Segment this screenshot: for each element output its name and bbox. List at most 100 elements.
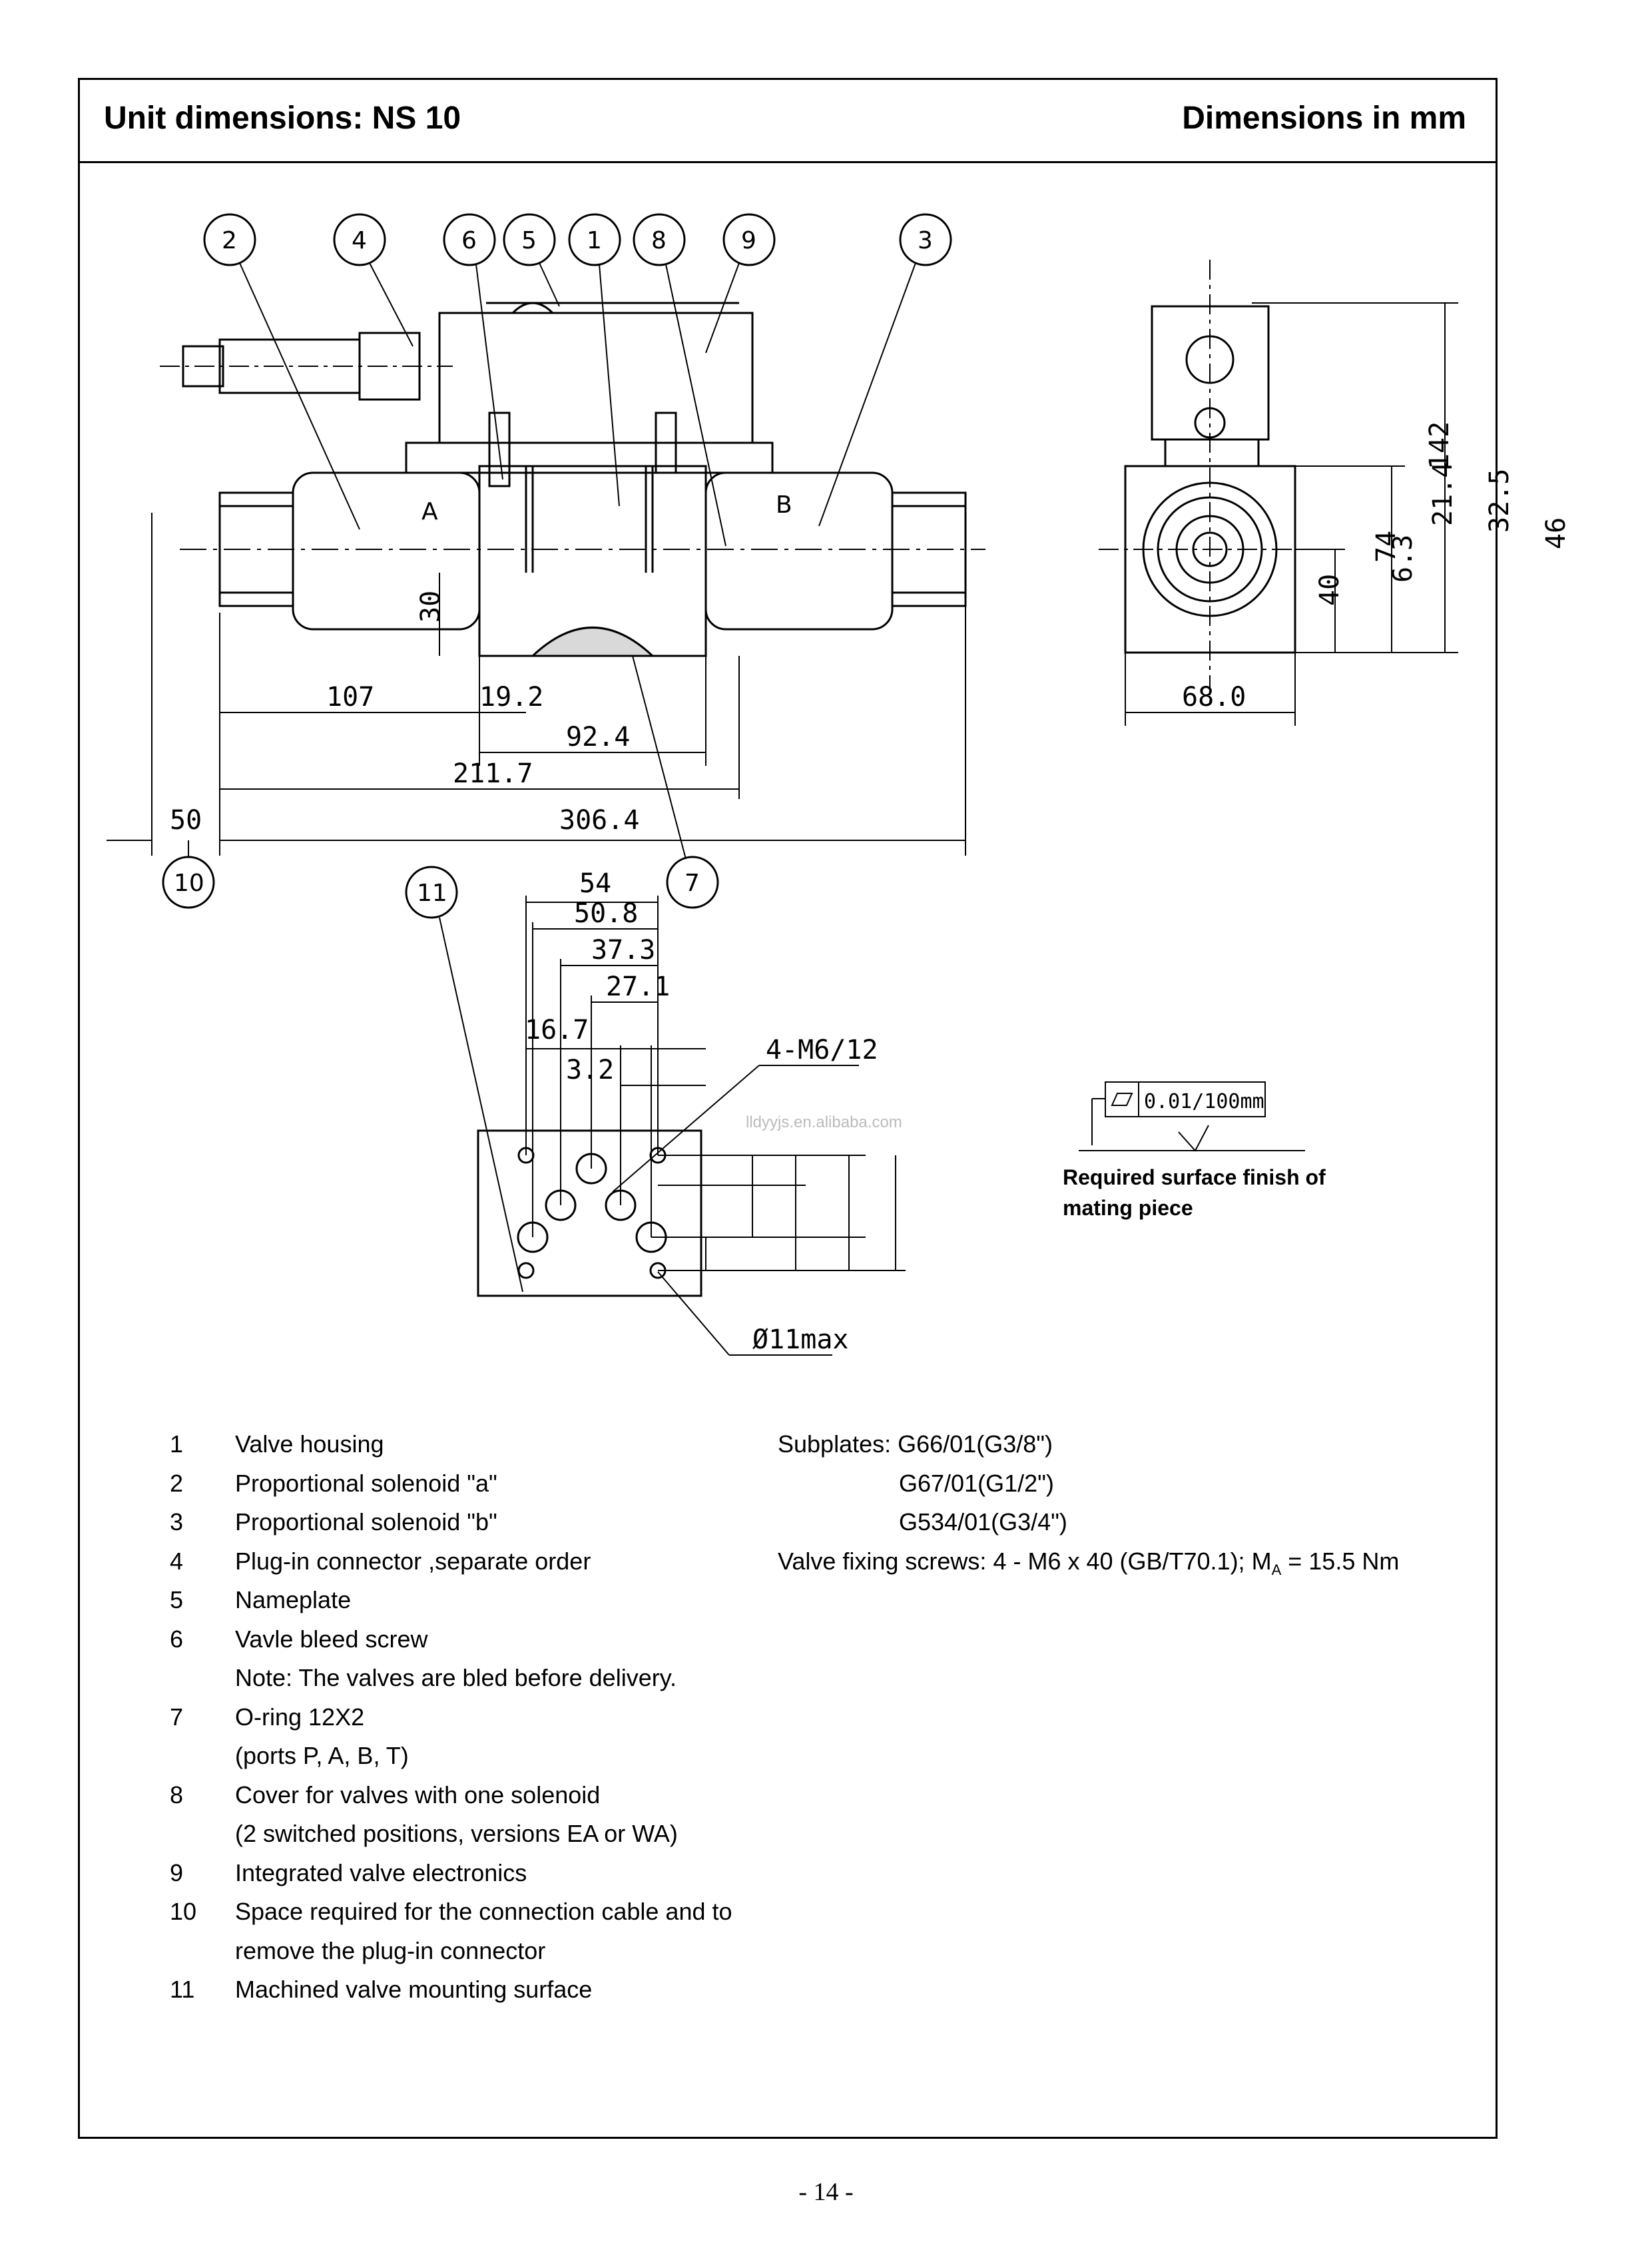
legend-text: Nameplate: [235, 1586, 352, 1613]
callout-4: 4: [352, 227, 367, 254]
legend-row: 8 Cover for valves with one solenoid: [170, 1776, 732, 1815]
mounting-plate: [477, 1129, 702, 1297]
dim-74: 74: [1371, 531, 1402, 563]
legend-text: Plug-in connector ,separate order: [235, 1547, 591, 1575]
legend-text: Cover for valves with one solenoid: [235, 1781, 601, 1809]
legend-row: 7 O-ring 12X2: [170, 1698, 732, 1737]
legend-num: 1: [170, 1430, 184, 1458]
legend-num: 4: [170, 1547, 184, 1575]
legend-num: [170, 1659, 235, 1698]
legend-row: 1 Valve housing: [170, 1425, 732, 1464]
hole-diameter-label: Ø11max: [752, 1324, 849, 1355]
legend-row: Note: The valves are bled before deliver…: [170, 1659, 732, 1698]
legend-row: 5 Nameplate: [170, 1581, 732, 1620]
housing-flange: [405, 441, 774, 474]
legend-row: (2 switched positions, versions EA or WA…: [170, 1815, 732, 1854]
legend-num: 9: [170, 1858, 184, 1886]
valve-housing: [478, 465, 707, 657]
legend-text: Vavle bleed screw: [235, 1625, 428, 1653]
callout-3: 3: [918, 227, 933, 254]
callout-6: 6: [461, 227, 477, 254]
legend-num: 6: [170, 1625, 184, 1653]
legend-row: 6 Vavle bleed screw: [170, 1620, 732, 1659]
legend-text: Valve housing: [235, 1430, 384, 1458]
legend-num: 5: [170, 1586, 184, 1613]
dim-16-7: 16.7: [525, 1015, 589, 1045]
dim-211-7: 211.7: [453, 758, 533, 789]
screws-prefix: Valve fixing screws: 4 - M6 x 40 (GB/T70…: [778, 1547, 1272, 1575]
dim-306-4: 306.4: [559, 805, 639, 836]
dim-54: 54: [579, 868, 611, 899]
dim-21-4: 21.4: [1428, 462, 1458, 526]
dim-27-1: 27.1: [606, 972, 670, 1002]
legend-text: Proportional solenoid "b": [235, 1508, 497, 1536]
dim-107: 107: [326, 682, 374, 712]
legend-text: Space required for the connection cable …: [235, 1898, 732, 1925]
front-view: A B 107 19.2 92.4 211.7 50 306.4 30: [107, 302, 985, 856]
legend-row: 9 Integrated valve electronics: [170, 1854, 732, 1893]
legend-num: 3: [170, 1508, 184, 1536]
legend-num: 2: [170, 1469, 184, 1497]
legend-row: (ports P, A, B, T): [170, 1737, 732, 1776]
page-frame: Unit dimensions: NS 10 Dimensions in mm: [78, 78, 1498, 2139]
surface-finish-label: Required surface finish of mating piece: [1063, 1165, 1326, 1220]
dim-92-4: 92.4: [566, 722, 630, 752]
legend-text: O-ring 12X2: [235, 1703, 365, 1731]
dim-46: 46: [1541, 517, 1571, 549]
legend-text: remove the plug-in connector: [235, 1936, 546, 1964]
side-view: 68.0 142 74 40: [1099, 260, 1458, 726]
watermark: lldyyjs.en.alibaba.com: [746, 1113, 902, 1131]
page-title: Unit dimensions: NS 10: [104, 101, 461, 136]
dim-32-5: 32.5: [1484, 469, 1515, 533]
dim-37-3: 37.3: [591, 935, 655, 966]
dim-50-8: 50.8: [574, 898, 638, 929]
screws-subscript: A: [1271, 1561, 1282, 1578]
subplate-2: G67/01(G1/2"): [899, 1469, 1054, 1497]
solenoid-a: [292, 471, 481, 631]
legend-text: Integrated valve electronics: [235, 1858, 527, 1886]
fixing-screws-line: Valve fixing screws: 4 - M6 x 40 (GB/T70…: [778, 1542, 1399, 1590]
legend-row: 4 Plug-in connector ,separate order: [170, 1542, 732, 1581]
legend-num: [170, 1815, 235, 1854]
legend-text: Machined valve mounting surface: [235, 1976, 593, 2003]
legend-text: Note: The valves are bled before deliver…: [235, 1664, 677, 1691]
callout-5: 5: [521, 227, 537, 254]
page-number: - 14 -: [798, 2178, 854, 2206]
subplate-notes: Subplates: G66/01(G3/8") G67/01(G1/2") G…: [778, 1425, 1399, 1589]
callout-2: 2: [222, 227, 237, 254]
solenoid-b: [704, 471, 894, 631]
dim-50: 50: [170, 805, 202, 836]
legend-row: 10 Space required for the connection cabl…: [170, 1892, 732, 1932]
callout-10: 10: [174, 870, 204, 897]
callout-1: 1: [587, 227, 602, 254]
dim-3-2: 3.2: [566, 1055, 614, 1085]
header-bar: Unit dimensions: NS 10 Dimensions in mm: [80, 80, 1496, 163]
callout-8: 8: [651, 227, 667, 254]
flatness-value: 0.01/100mm: [1144, 1090, 1264, 1113]
units-note: Dimensions in mm: [1182, 101, 1466, 136]
legend-text: Proportional solenoid "a": [235, 1469, 497, 1497]
callout-11: 11: [417, 880, 447, 907]
legend-num: 8: [170, 1781, 184, 1809]
legend-num: [170, 1737, 235, 1776]
mounting-surface-view: 54 50.8 37.3 27.1 16.7 3.2 4-M6/12 21.4 …: [477, 462, 1571, 1356]
legend-text: (2 switched positions, versions EA or WA…: [235, 1820, 678, 1847]
dim-30: 30: [415, 591, 446, 623]
dim-142: 142: [1424, 421, 1455, 469]
callout-9: 9: [741, 227, 756, 254]
dim-6-3: 6.3: [1388, 535, 1418, 583]
port-a-label: A: [421, 498, 438, 525]
subplates-line: Subplates: G66/01(G3/8"): [778, 1430, 1053, 1458]
legend-num: 7: [170, 1703, 184, 1731]
dim-40: 40: [1314, 574, 1345, 606]
legend-text: (ports P, A, B, T): [235, 1742, 409, 1769]
legend-row: remove the plug-in connector: [170, 1932, 732, 1971]
callout-7: 7: [685, 870, 700, 897]
legend-num: 10: [170, 1898, 197, 1925]
thread-label: 4-M6/12: [766, 1035, 878, 1065]
parts-legend: 1 Valve housing 2 Proportional solenoid "a…: [170, 1425, 732, 2010]
screws-suffix: = 15.5 Nm: [1281, 1547, 1400, 1575]
dim-68: 68.0: [1182, 682, 1246, 712]
